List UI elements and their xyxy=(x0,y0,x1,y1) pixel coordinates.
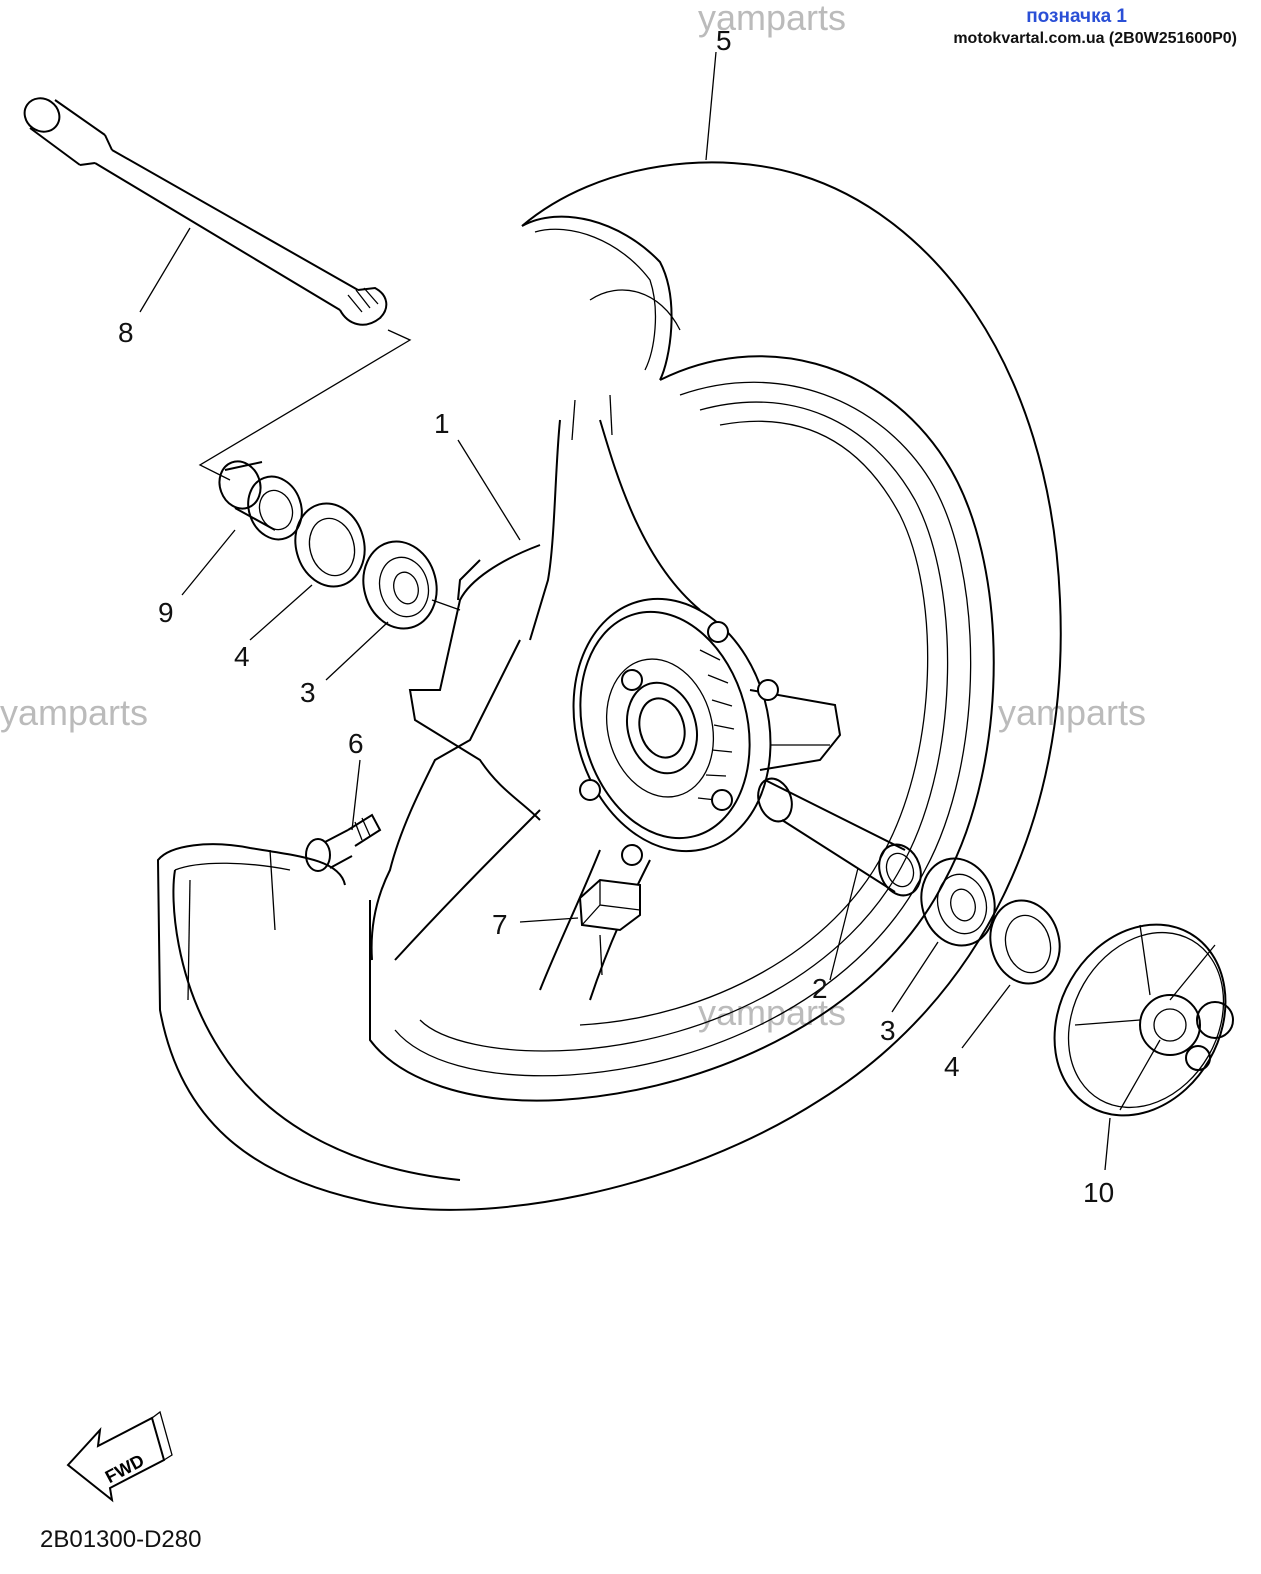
spacer xyxy=(218,460,303,541)
watermark-left: yamparts xyxy=(0,692,148,733)
callout-hub-cover: 10 xyxy=(1083,1177,1114,1208)
callout-bearing-right: 3 xyxy=(880,1015,896,1046)
collar xyxy=(757,777,922,897)
watermark-right: yamparts xyxy=(998,692,1146,733)
callout-valve: 6 xyxy=(348,728,364,759)
callout-axle: 8 xyxy=(118,317,134,348)
hub-cover xyxy=(1053,923,1234,1117)
axle xyxy=(23,97,388,326)
oil-seal-right xyxy=(989,899,1061,985)
balance-weight xyxy=(578,878,641,976)
watermark-center: yamparts xyxy=(698,992,846,1033)
callout-bearing-left: 3 xyxy=(300,677,316,708)
header-subtitle: motokvartal.com.ua (2B0W251600P0) xyxy=(953,30,1237,47)
wheel xyxy=(370,394,842,1001)
axle-guide-line xyxy=(198,329,412,481)
fwd-label: FWD xyxy=(102,1450,148,1487)
header-title: позначка 1 xyxy=(1026,6,1127,27)
valve xyxy=(305,813,382,872)
callout-oil-seal-right: 4 xyxy=(944,1051,960,1082)
callout-collar: 2 xyxy=(812,973,828,1004)
callout-balance-weight: 7 xyxy=(492,909,508,940)
diagram-code: 2B01300-D280 xyxy=(40,1526,202,1553)
callout-oil-seal-left: 4 xyxy=(234,641,250,672)
bearing-left xyxy=(362,540,461,630)
callout-spacer: 9 xyxy=(158,597,174,628)
bearing-right xyxy=(920,857,996,947)
leader-lines xyxy=(139,51,1111,1171)
watermark-top: yamparts xyxy=(698,0,846,38)
forward-arrow: FWD xyxy=(66,1410,173,1503)
oil-seal-left xyxy=(294,502,366,588)
tire xyxy=(156,161,1062,1211)
callout-wheel: 1 xyxy=(434,408,450,439)
callout-tire: 5 xyxy=(716,25,732,56)
